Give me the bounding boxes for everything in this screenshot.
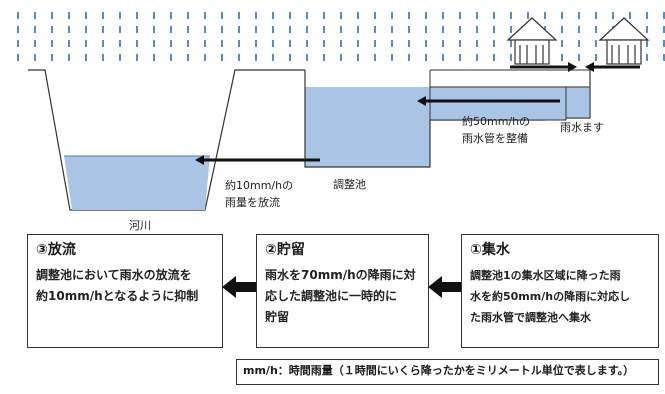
house-icon [506, 17, 558, 65]
river-label: 河川 [129, 219, 151, 232]
river-water [64, 156, 210, 210]
step-line: 調整池1の集水区域に降った雨 [470, 269, 621, 282]
pipe-label-line1: 約50mm/hの [462, 115, 531, 128]
pipe-label-line2: 雨水管を整備 [462, 132, 528, 145]
rainwater-pipe [429, 86, 567, 121]
step-line: 調整池において雨水の放流を [36, 268, 192, 282]
pond-label: 調整池 [333, 178, 366, 191]
step-line: た雨水管で調整池へ集水 [470, 311, 591, 324]
step-text: 調整池において雨水の放流を 約10mm/hとなるように抑制 [36, 265, 214, 307]
step-line: 雨水を70mm/hの降雨に対 [265, 268, 416, 282]
step-title: ②貯留 [265, 242, 305, 258]
step-box-release: ③放流 調整池において雨水の放流を 約10mm/hとなるように抑制 [27, 234, 223, 348]
step-arrow-left-icon [222, 276, 258, 298]
step-text: 雨水を70mm/hの降雨に対 応した調整池に一時的に 貯留 [265, 265, 420, 328]
rain-streaks [17, 12, 665, 61]
flow-arrows [195, 62, 640, 165]
step-line: 貯留 [265, 310, 290, 324]
step-text: 調整池1の集水区域に降った雨 水を約50mm/hの降雨に対応し た雨水管で調整池… [470, 265, 650, 328]
release-label-line2: 雨量を放流 [225, 196, 280, 209]
drainage-diagram [17, 12, 665, 211]
step-title: ①集水 [470, 242, 510, 258]
step-box-storage: ②貯留 雨水を70mm/hの降雨に対 応した調整池に一時的に 貯留 [256, 234, 429, 348]
pond-water [305, 87, 430, 167]
rain-water-label: 雨水ます [560, 121, 604, 134]
step-line: 応した調整池に一時的に [265, 289, 398, 303]
inlet-box [565, 86, 591, 119]
release-label-line1: 約10mm/hの [225, 179, 294, 192]
house-icon [598, 17, 650, 65]
step-box-collection: ①集水 調整池1の集水区域に降った雨 水を約50mm/hの降雨に対応し た雨水管… [461, 234, 659, 348]
step-line: 水を約50mm/hの降雨に対応し [470, 290, 631, 303]
step-title: ③放流 [36, 242, 76, 258]
unit-note: mm/h：時間雨量（１時間にいくら降ったかをミリメートル単位で表します。） [236, 359, 659, 385]
step-arrow-left-icon [428, 276, 464, 298]
step-line: 約10mm/hとなるように抑制 [36, 289, 199, 303]
